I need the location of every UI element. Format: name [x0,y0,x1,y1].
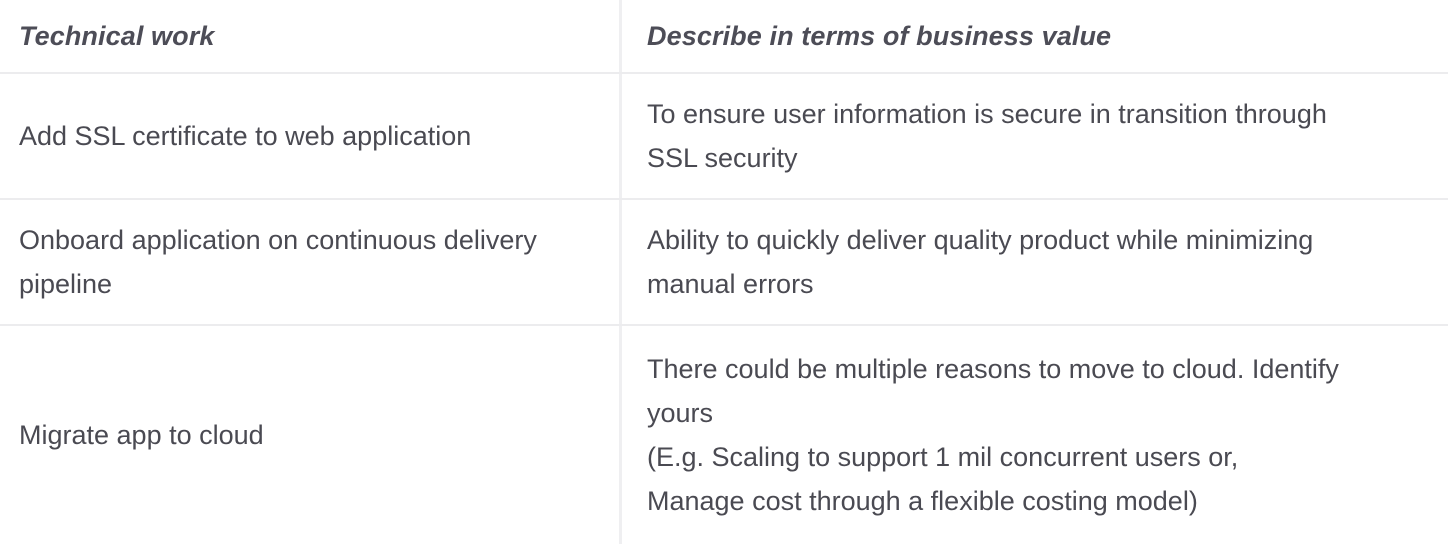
table-row: Add SSL certificate to web application T… [0,74,1448,200]
text-line: There could be multiple reasons to move … [647,354,1339,384]
text-line: pipeline [19,269,113,299]
technical-work-text: Add SSL certificate to web application [19,114,471,158]
header-technical-work: Technical work [19,20,215,51]
table-row: Migrate app to cloud There could be mult… [0,326,1448,544]
header-cell-business-value: Describe in terms of business value [622,0,1448,72]
technical-work-text: Onboard application on continuous delive… [19,218,537,306]
table-row: Onboard application on continuous delive… [0,200,1448,326]
column-divider [619,326,622,544]
text-line: SSL security [647,143,798,173]
column-divider [619,200,622,324]
business-value-text: There could be multiple reasons to move … [647,347,1339,523]
text-line: Onboard application on continuous delive… [19,225,537,255]
business-value-text: To ensure user information is secure in … [647,92,1327,180]
text-line: To ensure user information is secure in … [647,99,1327,129]
text-line: Ability to quickly deliver quality produ… [647,225,1314,255]
cell-technical-work: Migrate app to cloud [0,326,620,544]
text-line: (E.g. Scaling to support 1 mil concurren… [647,442,1239,472]
cell-business-value: There could be multiple reasons to move … [622,326,1448,544]
text-line: Manage cost through a flexible costing m… [647,486,1198,516]
column-divider [619,0,622,72]
header-business-value: Describe in terms of business value [647,20,1112,51]
text-line: Add SSL certificate to web application [19,121,472,151]
header-cell-technical-work: Technical work [0,0,620,72]
text-line: yours [647,398,714,428]
text-line: manual errors [647,269,814,299]
cell-business-value: Ability to quickly deliver quality produ… [622,200,1448,324]
business-value-text: Ability to quickly deliver quality produ… [647,218,1313,306]
technical-work-text: Migrate app to cloud [19,413,264,457]
cell-technical-work: Add SSL certificate to web application [0,74,620,198]
column-divider [619,74,622,198]
text-line: Migrate app to cloud [19,420,264,450]
cell-business-value: To ensure user information is secure in … [622,74,1448,198]
cell-technical-work: Onboard application on continuous delive… [0,200,620,324]
table-header-row: Technical work Describe in terms of busi… [0,0,1448,74]
